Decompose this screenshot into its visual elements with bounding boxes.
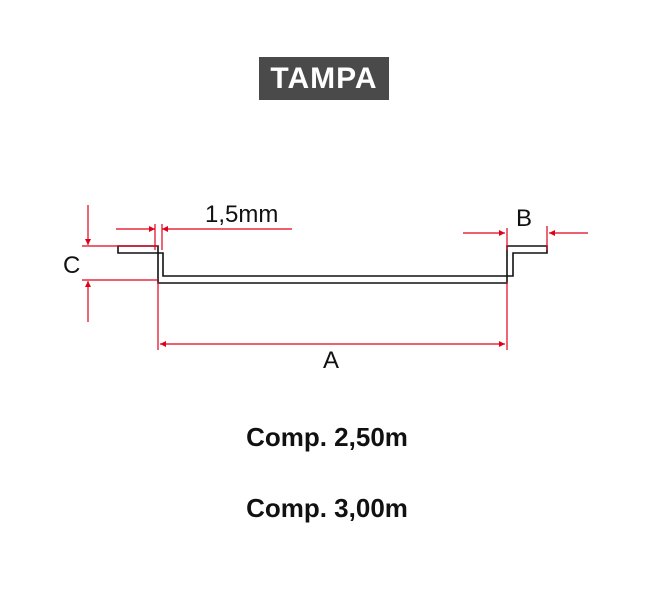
dimension-a bbox=[157, 282, 508, 350]
dimension-c bbox=[82, 205, 158, 322]
dimension-a-label: A bbox=[323, 347, 339, 374]
profile-outline bbox=[117, 245, 548, 284]
dimension-b bbox=[463, 226, 588, 250]
dimension-thickness bbox=[116, 224, 292, 250]
title-badge: TAMPA bbox=[259, 57, 389, 100]
dimension-thickness-label: 1,5mm bbox=[205, 201, 278, 228]
length-option-1: Comp. 2,50m bbox=[246, 422, 408, 452]
length-option-2: Comp. 3,00m bbox=[246, 493, 408, 523]
dimension-c-label: C bbox=[63, 252, 80, 279]
dimension-b-label: B bbox=[516, 205, 532, 232]
